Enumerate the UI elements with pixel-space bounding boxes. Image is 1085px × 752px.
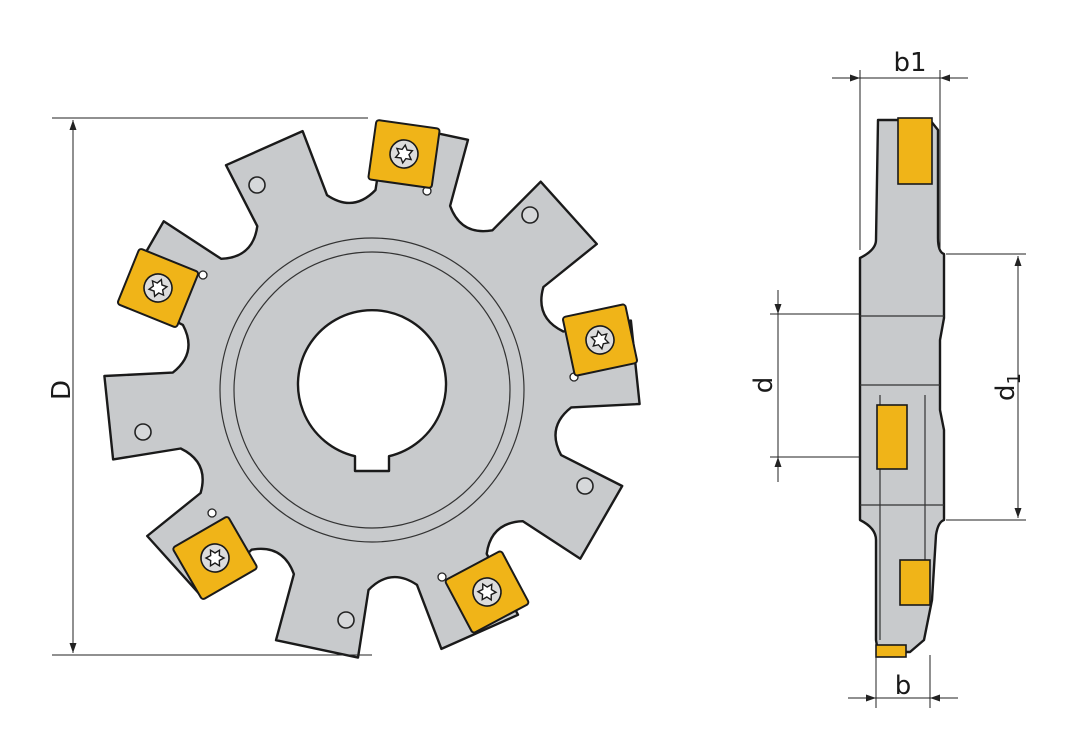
side-insert-lower bbox=[899, 559, 931, 606]
hole bbox=[576, 477, 594, 495]
hub-inner-ring bbox=[233, 251, 511, 529]
insert bbox=[116, 248, 200, 328]
torx-star bbox=[147, 278, 169, 298]
label-b: b bbox=[895, 671, 912, 701]
dimension-d1: d1 bbox=[946, 253, 1026, 521]
dimension-b: b bbox=[848, 655, 958, 708]
hole bbox=[337, 611, 355, 629]
front-view: D bbox=[47, 117, 641, 659]
label-D: D bbox=[47, 380, 77, 400]
carbide-inserts bbox=[116, 119, 638, 634]
insert bbox=[367, 119, 441, 189]
hub-outer-ring bbox=[219, 237, 525, 543]
torx-star bbox=[394, 143, 414, 165]
bore-with-keyway bbox=[296, 309, 448, 473]
label-d: d bbox=[749, 377, 779, 394]
dimension-d: d bbox=[749, 290, 860, 482]
hole bbox=[521, 206, 539, 224]
mounting-holes bbox=[134, 176, 594, 629]
dimension-b1: b1 bbox=[832, 48, 968, 250]
torx-star bbox=[204, 548, 226, 568]
side-view: b1 d d1 b bbox=[749, 48, 1026, 708]
side-insert-bottom bbox=[875, 644, 907, 658]
torx-star bbox=[590, 329, 610, 351]
side-insert-top bbox=[897, 117, 933, 185]
torx-star bbox=[476, 582, 498, 602]
label-d1: d1 bbox=[991, 373, 1025, 401]
insert bbox=[444, 550, 530, 634]
side-insert-middle bbox=[876, 404, 908, 470]
small-hole bbox=[198, 270, 208, 280]
label-b1: b1 bbox=[893, 48, 926, 78]
small-hole bbox=[207, 508, 217, 518]
insert bbox=[172, 516, 258, 600]
dimension-D: D bbox=[47, 117, 372, 656]
insert bbox=[562, 303, 638, 377]
small-hole bbox=[437, 572, 447, 582]
hole bbox=[134, 423, 152, 441]
hole bbox=[248, 176, 266, 194]
side-profile bbox=[858, 118, 946, 654]
